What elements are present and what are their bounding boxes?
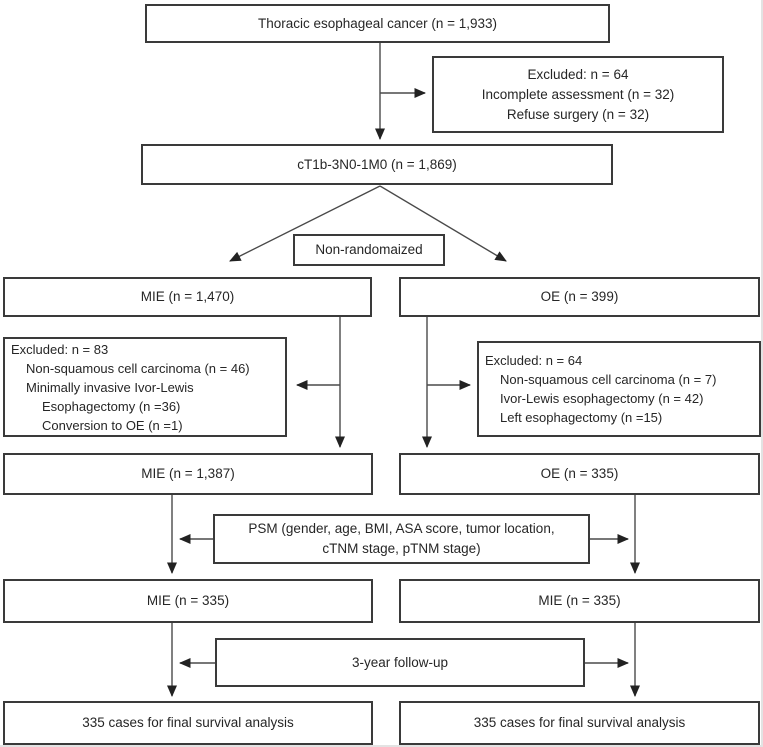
arrow-diagonal-to-mie (229, 185, 381, 262)
excluded-mie-line: Conversion to OE (n =1) (42, 417, 183, 433)
excluded-mie-line: Esophagectomy (n =36) (42, 398, 181, 414)
box-oe-arm: OE (n = 399) (399, 277, 760, 317)
excluded-initial-line: Refuse surgery (n = 32) (506, 106, 650, 122)
followup-label: 3-year follow-up (351, 654, 449, 670)
box-mie-included: MIE (n = 1,387) (3, 453, 373, 495)
excluded-oe-line: Ivor-Lewis esophagectomy (n = 42) (500, 391, 704, 406)
enrollment-label: Thoracic esophageal cancer (n = 1,933) (257, 15, 498, 31)
box-excluded-initial: Excluded: n = 64 Incomplete assessment (… (432, 56, 724, 133)
excluded-oe-line: Left esophagectomy (n =15) (500, 410, 663, 425)
mie-arm-label: MIE (n = 1,470) (140, 289, 235, 304)
final-mie-label: 335 cases for final survival analysis (82, 715, 294, 730)
box-oe-included: OE (n = 335) (399, 453, 760, 495)
oe-included-label: OE (n = 335) (540, 466, 619, 481)
excluded-mie-line: Non-squamous cell carcinoma (n = 46) (26, 360, 250, 376)
box-oe-matched: MIE (n = 335) (399, 579, 760, 623)
excluded-initial-line: Excluded: n = 64 (527, 66, 629, 82)
box-mie-matched: MIE (n = 335) (3, 579, 373, 623)
box-final-mie: 335 cases for final survival analysis (3, 701, 373, 745)
excluded-oe-line: Non-squamous cell carcinoma (n = 7) (500, 372, 717, 387)
box-final-oe: 335 cases for final survival analysis (399, 701, 760, 745)
oe-arm-label: OE (n = 399) (540, 289, 619, 304)
box-excluded-oe: Excluded: n = 64 Non-squamous cell carci… (477, 341, 761, 437)
psm-line: PSM (gender, age, BMI, ASA score, tumor … (248, 521, 555, 536)
box-mie-arm: MIE (n = 1,470) (3, 277, 372, 317)
box-allocation: Non-randomaized (293, 234, 445, 266)
final-oe-label: 335 cases for final survival analysis (473, 715, 686, 730)
oe-matched-label: MIE (n = 335) (538, 593, 621, 608)
mie-included-label: MIE (n = 1,387) (141, 466, 235, 481)
allocation-label: Non-randomaized (315, 242, 423, 257)
page-edge-right (761, 0, 763, 747)
excluded-mie-line: Minimally invasive Ivor-Lewis (26, 379, 194, 395)
arrow-diagonal-to-oe (379, 185, 507, 262)
psm-line: cTNM stage, pTNM stage) (322, 541, 481, 556)
box-enrollment: Thoracic esophageal cancer (n = 1,933) (145, 4, 610, 43)
excluded-oe-line: Excluded: n = 64 (485, 353, 583, 368)
excluded-mie-line: Excluded: n = 83 (11, 341, 109, 357)
eligible-label: cT1b-3N0-1M0 (n = 1,869) (297, 156, 457, 172)
page-edge-bottom (0, 745, 763, 747)
box-eligible: cT1b-3N0-1M0 (n = 1,869) (141, 144, 613, 185)
box-excluded-mie: Excluded: n = 83 Non-squamous cell carci… (3, 337, 287, 437)
box-followup: 3-year follow-up (215, 638, 585, 687)
excluded-initial-line: Incomplete assessment (n = 32) (481, 86, 675, 102)
box-psm: PSM (gender, age, BMI, ASA score, tumor … (213, 514, 590, 564)
mie-matched-label: MIE (n = 335) (146, 593, 230, 608)
